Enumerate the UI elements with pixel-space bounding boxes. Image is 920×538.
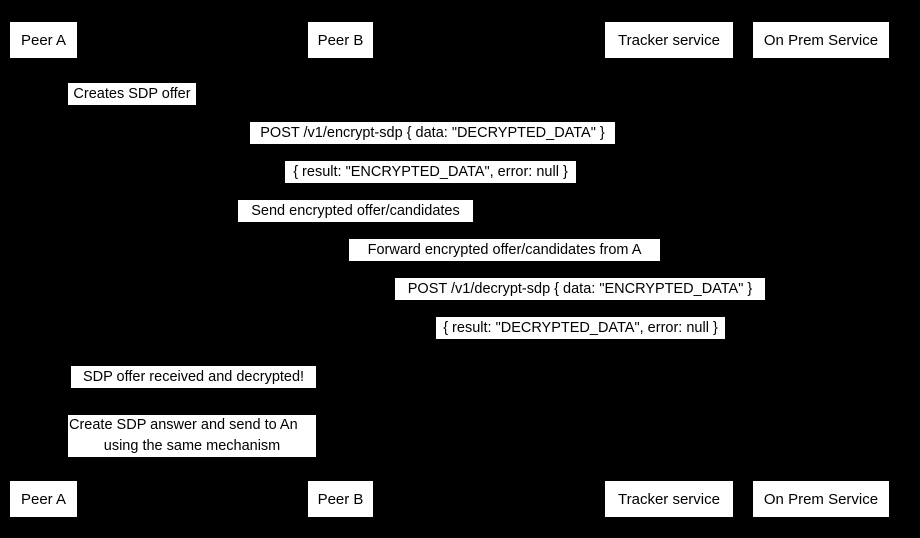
participant-header-on-prem-service[interactable]: On Prem Service — [753, 22, 889, 58]
message-text: Send encrypted offer/candidates — [251, 202, 460, 219]
participant-header-tracker-service[interactable]: Tracker service — [605, 22, 733, 58]
participant-footer-peer-b[interactable]: Peer B — [308, 481, 373, 517]
message-text: { result: "ENCRYPTED_DATA", error: null … — [293, 163, 568, 180]
message-creates-sdp-offer: Creates SDP offer — [68, 83, 196, 105]
participant-footer-tracker-service[interactable]: Tracker service — [605, 481, 733, 517]
participant-header-peer-b[interactable]: Peer B — [308, 22, 373, 58]
message-text: Forward encrypted offer/candidates from … — [367, 241, 642, 258]
note-text-line-2: using the same mechanism — [103, 438, 281, 454]
note-text-line-1: Create SDP answer and send to An — [69, 417, 298, 433]
lifeline-peer-b — [340, 58, 341, 481]
message-sdp-offer-received: SDP offer received and decrypted! — [71, 366, 316, 388]
message-post-encrypt-sdp: POST /v1/encrypt-sdp { data: "DECRYPTED_… — [250, 122, 615, 144]
message-text: POST /v1/encrypt-sdp { data: "DECRYPTED_… — [260, 124, 605, 141]
lifeline-on-prem — [821, 58, 822, 481]
message-send-encrypted-offer: Send encrypted offer/candidates — [238, 200, 473, 222]
participant-footer-on-prem-service[interactable]: On Prem Service — [753, 481, 889, 517]
participant-label: On Prem Service — [763, 490, 879, 508]
message-encrypt-sdp-result: { result: "ENCRYPTED_DATA", error: null … — [285, 161, 576, 183]
message-forward-encrypted-offer: Forward encrypted offer/candidates from … — [349, 239, 660, 261]
participant-header-peer-a[interactable]: Peer A — [10, 22, 77, 58]
participant-label: On Prem Service — [763, 31, 879, 49]
participant-label: Peer A — [20, 490, 67, 508]
message-text: Creates SDP offer — [73, 85, 191, 102]
message-text: { result: "DECRYPTED_DATA", error: null … — [443, 319, 718, 336]
participant-label: Tracker service — [618, 490, 720, 508]
lifeline-tracker — [669, 58, 670, 481]
participant-label: Peer A — [20, 31, 67, 49]
participant-label: Peer B — [317, 490, 364, 508]
message-text: SDP offer received and decrypted! — [82, 368, 305, 385]
participant-footer-peer-a[interactable]: Peer A — [10, 481, 77, 517]
lifeline-peer-a — [43, 58, 44, 481]
message-decrypt-sdp-result: { result: "DECRYPTED_DATA", error: null … — [436, 317, 725, 339]
message-post-decrypt-sdp: POST /v1/decrypt-sdp { data: "ENCRYPTED_… — [395, 278, 765, 300]
participant-label: Peer B — [317, 31, 364, 49]
participant-label: Tracker service — [618, 31, 720, 49]
message-text: POST /v1/decrypt-sdp { data: "ENCRYPTED_… — [407, 280, 753, 297]
note-create-sdp-answer: Create SDP answer and send to An using t… — [68, 415, 316, 457]
